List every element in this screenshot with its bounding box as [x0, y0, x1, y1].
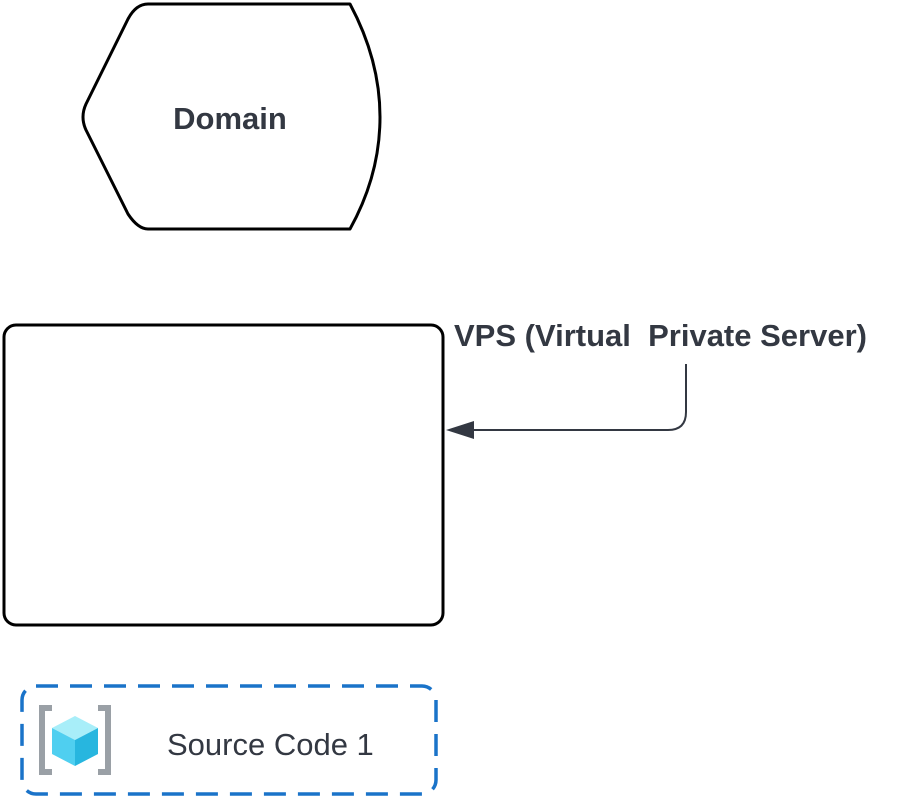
- arrow-head-icon: [446, 421, 474, 439]
- vps-label: VPS (Virtual Private Server): [454, 318, 867, 353]
- connector-line: [466, 364, 687, 431]
- vps-connector: [446, 364, 687, 439]
- source-code-box: [20, 684, 438, 796]
- domain-shape: [81, 2, 382, 231]
- source-code-node[interactable]: Source Code 1: [20, 684, 438, 796]
- domain-node[interactable]: Domain: [81, 2, 382, 231]
- vps-box[interactable]: [2, 323, 445, 627]
- container-cube-icon: [39, 705, 111, 775]
- domain-label: Domain: [173, 101, 287, 136]
- source-code-label: Source Code 1: [167, 727, 374, 762]
